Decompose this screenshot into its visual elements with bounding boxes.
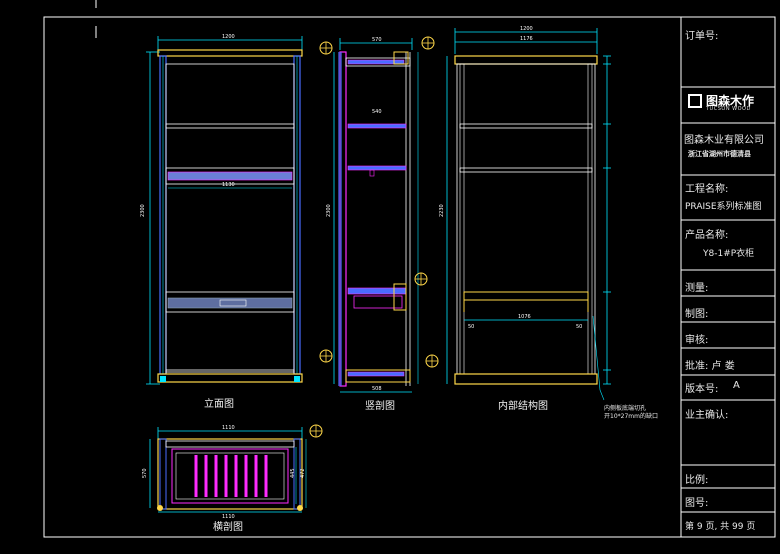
caption-elevation: 立面图 bbox=[204, 399, 234, 410]
dim-plan-width: 1110 bbox=[222, 425, 235, 431]
logo-name: 图森木作 bbox=[706, 94, 755, 108]
title-block bbox=[680, 17, 775, 537]
plan-dividers bbox=[194, 455, 268, 497]
dim-plan-inner: 1110 bbox=[222, 514, 235, 520]
section-view bbox=[319, 36, 439, 393]
dim-int-right: 50 bbox=[576, 324, 582, 330]
caption-plan: 横剖图 bbox=[213, 522, 243, 533]
page-info: 第 9 页, 共 99 页 bbox=[685, 522, 756, 532]
dim-sec-height: 2300 bbox=[326, 204, 332, 217]
dim-sec-bottom: 508 bbox=[372, 386, 382, 392]
internal-structure-view bbox=[446, 28, 611, 401]
elevation-view bbox=[146, 36, 303, 385]
dim-sec-top: 570 bbox=[372, 37, 382, 43]
plan-view bbox=[149, 424, 323, 513]
dim-plan-side: 445 bbox=[290, 468, 296, 478]
annotation-line-1: 内侧板底端切孔 bbox=[604, 405, 647, 412]
company-name: 图森木业有限公司 bbox=[684, 135, 764, 146]
approve-label: 批准: 卢 娄 bbox=[685, 361, 735, 372]
dimension-labels: 1200 2300 1130 570 540 2300 508 1200 117… bbox=[140, 26, 582, 520]
logo-subtitle: TUCSON WOOD bbox=[706, 106, 751, 112]
sheet-border bbox=[43, 16, 776, 538]
product-name-value: Y8-1#P衣柜 bbox=[703, 249, 755, 259]
caption-section: 竖剖图 bbox=[365, 401, 395, 412]
company-logo: 图森木作 TUCSON WOOD bbox=[688, 94, 776, 118]
project-name-label: 工程名称: bbox=[685, 184, 729, 195]
drawn-label: 制图: bbox=[685, 309, 709, 320]
measure-label: 测量: bbox=[685, 283, 709, 294]
company-address-1: 浙江省湖州市德清县 bbox=[688, 150, 751, 158]
version-value: A bbox=[733, 380, 740, 391]
dim-sec-mid: 540 bbox=[372, 109, 382, 115]
scale-label: 比例: bbox=[685, 475, 709, 486]
version-label: 版本号: bbox=[685, 384, 719, 395]
dim-int-width: 1200 bbox=[520, 26, 533, 32]
review-label: 审核: bbox=[685, 335, 709, 346]
project-name-value: PRAISE系列标准图 bbox=[685, 202, 762, 212]
caption-internal: 内部结构图 bbox=[498, 401, 548, 412]
dim-int-height: 2230 bbox=[439, 204, 445, 217]
annotation-line-2: 开10*27mm的缺口 bbox=[604, 413, 658, 420]
owner-confirm-label: 业主确认: bbox=[685, 410, 729, 421]
product-name-label: 产品名称: bbox=[685, 230, 729, 241]
dim-elev-width: 1200 bbox=[222, 34, 235, 40]
dim-elev-inner: 1130 bbox=[222, 182, 235, 188]
order-number-label: 订单号: bbox=[685, 31, 719, 42]
logo-mark-icon bbox=[688, 94, 702, 108]
dim-int-inner2: 1076 bbox=[518, 314, 531, 320]
dim-plan-inner-depth: 472 bbox=[300, 468, 306, 478]
dim-int-inner: 1176 bbox=[520, 36, 533, 42]
dim-int-left: 50 bbox=[468, 324, 474, 330]
drawing-number-label: 图号: bbox=[685, 498, 709, 509]
dim-plan-depth: 570 bbox=[142, 468, 148, 478]
dim-elev-height: 2300 bbox=[140, 204, 146, 217]
